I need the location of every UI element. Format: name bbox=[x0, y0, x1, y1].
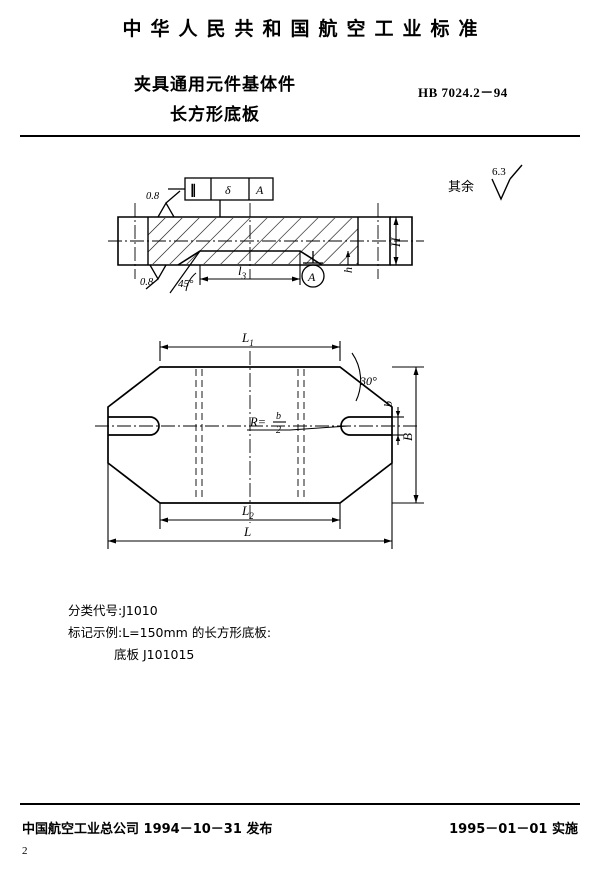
header-divider-rule bbox=[20, 135, 580, 137]
specification-block: 分类代号:J1010 标记示例:L=150mm 的长方形底板: 底板 J1010… bbox=[68, 600, 271, 666]
dim-l3-label: l3 bbox=[238, 263, 247, 281]
marking-example: 标记示例:L=150mm 的长方形底板: bbox=[68, 625, 272, 640]
roughness-value-lower: 0.8 bbox=[140, 277, 154, 288]
radius-numerator: b bbox=[276, 411, 281, 422]
roughness-symbol-lower bbox=[145, 264, 167, 290]
dim-L1 bbox=[159, 341, 341, 361]
roughness-symbol-upper bbox=[157, 190, 181, 218]
dim-H bbox=[393, 217, 399, 265]
dim-L-label: L bbox=[243, 524, 251, 539]
page-number: 2 bbox=[22, 845, 28, 857]
dim-L2 bbox=[159, 503, 341, 529]
technical-drawing: 0.8 0.8 45° l3 bbox=[0, 145, 600, 575]
datum-label: A bbox=[307, 270, 316, 284]
plan-center-lines bbox=[95, 351, 420, 523]
footer-divider-rule bbox=[20, 803, 580, 805]
tolerance-datum: A bbox=[255, 183, 264, 197]
dim-b bbox=[392, 407, 404, 445]
dim-l3 bbox=[199, 251, 301, 285]
standard-number: HB 7024.2－94 bbox=[418, 85, 508, 100]
dim-L1-label: L1 bbox=[241, 330, 254, 348]
dim-H-label: H bbox=[388, 237, 403, 248]
dim-L bbox=[107, 463, 393, 549]
dim-h-label: h bbox=[341, 267, 355, 273]
page-subtitle: 长方形底板 bbox=[170, 105, 260, 125]
tolerance-frame bbox=[168, 177, 274, 217]
dim-h bbox=[345, 251, 351, 265]
general-roughness-note: 其余 bbox=[448, 179, 474, 195]
radius-denominator: 2 bbox=[276, 425, 281, 436]
chamfer-angle-label: 45° bbox=[178, 278, 194, 290]
radius-note-label: R= bbox=[249, 415, 266, 429]
corner-angle-label: 30° bbox=[359, 374, 377, 388]
marking-example-value: 底板 J101015 bbox=[114, 647, 195, 662]
general-roughness-symbol bbox=[491, 164, 523, 201]
roughness-value-upper: 0.8 bbox=[146, 191, 160, 202]
radius-leader bbox=[247, 425, 349, 431]
datum-symbol-a bbox=[301, 251, 325, 288]
dim-B-label: B bbox=[400, 433, 415, 441]
footer-issuer: 中国航空工业总公司 1994－10－31 发布 bbox=[22, 822, 273, 837]
page-title: 夹具通用元件基体件 bbox=[134, 75, 296, 95]
classification-code: 分类代号:J1010 bbox=[68, 603, 158, 618]
tolerance-symbol: ∥ bbox=[190, 182, 197, 198]
corner-angle-leader bbox=[351, 352, 362, 402]
tolerance-value: δ bbox=[225, 183, 231, 197]
general-roughness-value: 6.3 bbox=[492, 166, 506, 178]
dim-B bbox=[392, 366, 424, 504]
plan-hidden-lines bbox=[195, 369, 305, 501]
organization-header: 中华人民共和国航空工业标准 bbox=[122, 18, 487, 40]
chamfer-angle-leader bbox=[169, 250, 201, 294]
dim-L2-label: L2 bbox=[241, 503, 254, 521]
dim-b-label: b bbox=[381, 401, 395, 407]
title-block: 夹具通用元件基体件 长方形底板 HB 7024.2－94 bbox=[0, 70, 600, 128]
section-center-lines bbox=[108, 203, 424, 279]
footer-effective-date: 1995－01－01 实施 bbox=[449, 822, 578, 837]
